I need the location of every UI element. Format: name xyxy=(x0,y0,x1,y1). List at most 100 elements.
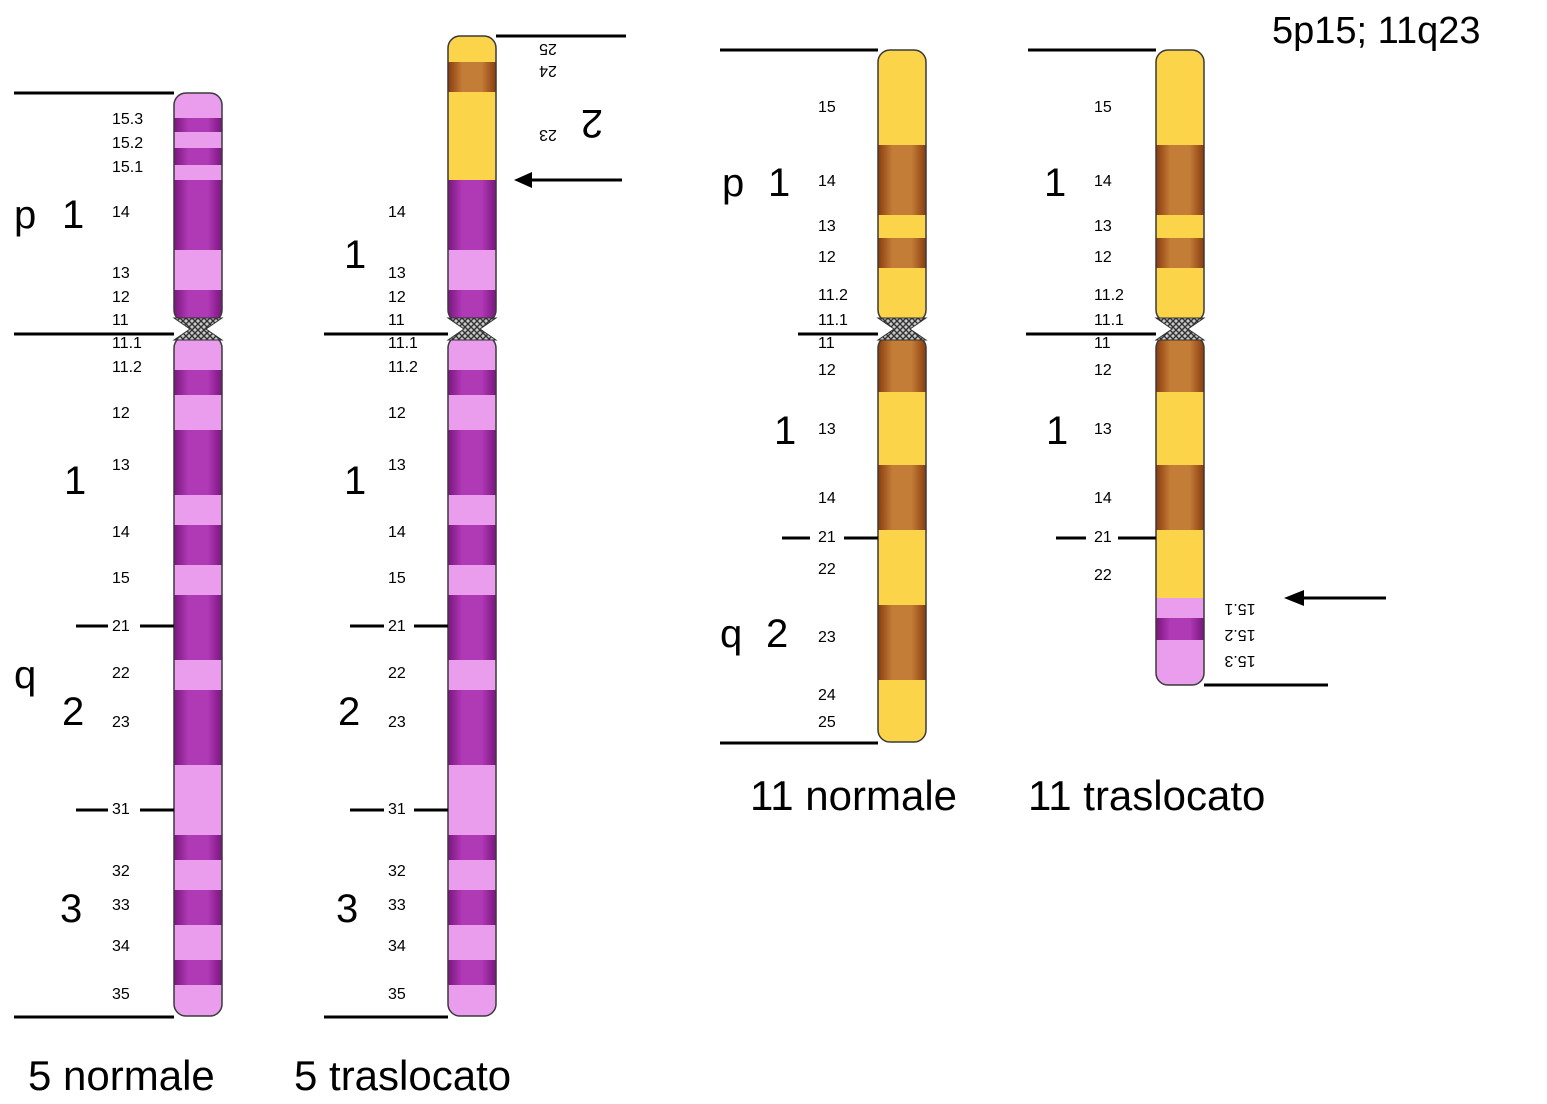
band-label: 33 xyxy=(388,897,406,914)
chr5-translocated-band xyxy=(448,660,496,690)
chr5-normal-band xyxy=(174,180,222,250)
band-label-inverted: 24 xyxy=(539,62,557,79)
chr5-translocated-band xyxy=(448,985,496,1016)
region-label: 3 xyxy=(336,887,358,931)
translocation-arrow-icon xyxy=(1284,590,1304,606)
chr5-normal-band xyxy=(174,765,222,835)
chr5-normal-band xyxy=(174,985,222,1016)
band-label: 21 xyxy=(1094,529,1112,546)
band-label: 21 xyxy=(112,618,130,635)
region-label: 1 xyxy=(344,233,366,277)
region-label: 3 xyxy=(60,887,82,931)
chr11-normal-band xyxy=(878,268,926,318)
band-label: 11 xyxy=(818,335,835,352)
chr5-translocated-band xyxy=(448,690,496,765)
region-label: 2 xyxy=(62,690,84,734)
chr11-normal-band xyxy=(878,50,926,145)
region-label: 1 xyxy=(1046,409,1068,453)
band-label: 12 xyxy=(818,249,836,266)
chr11-normal-band xyxy=(878,238,926,268)
band-label: 35 xyxy=(388,986,406,1003)
chr5-normal-band xyxy=(174,340,222,370)
chr5-normal-body xyxy=(172,92,224,1017)
band-label: 34 xyxy=(388,938,406,955)
chr5-translocated-band xyxy=(448,62,496,92)
chr5-translocated-band xyxy=(448,620,496,660)
chr11-normal-band xyxy=(878,530,926,545)
chr11-normal-band xyxy=(878,392,926,465)
band-label: 14 xyxy=(818,173,836,190)
chr5-normal-band xyxy=(174,495,222,525)
band-label: 31 xyxy=(388,801,406,818)
band-label-inverted: 23 xyxy=(539,126,557,143)
caption-chr11-normal: 11 normale xyxy=(750,772,958,819)
caption-chr5-translocated: 5 traslocato xyxy=(294,1052,512,1099)
chr11-normal-band xyxy=(878,605,926,680)
band-label: 11.1 xyxy=(388,335,418,352)
chr5-translocated-band xyxy=(448,860,496,890)
band-label: 22 xyxy=(818,561,836,578)
band-label-inverted: 15.1 xyxy=(1224,600,1255,617)
chr5-normal-band xyxy=(174,960,222,985)
band-label: 11.2 xyxy=(112,359,142,376)
band-label: 23 xyxy=(818,629,836,646)
band-label: 11.1 xyxy=(818,312,848,329)
chr11-translocated-centromere xyxy=(1154,317,1206,341)
chr5-translocated-band xyxy=(448,36,496,62)
band-label: 12 xyxy=(1094,249,1112,266)
band-label: 35 xyxy=(112,986,130,1003)
chr5-translocated-band xyxy=(448,565,496,595)
band-label: 14 xyxy=(1094,490,1112,507)
band-label: 32 xyxy=(388,863,406,880)
chr5-normal-band xyxy=(174,925,222,960)
chr5-normal-band xyxy=(174,860,222,890)
chr11-translocated-band xyxy=(1156,268,1204,318)
band-label: 15 xyxy=(818,99,836,116)
band-label: 13 xyxy=(818,421,836,438)
chr11-normal-band xyxy=(878,715,926,742)
band-label: 23 xyxy=(388,714,406,731)
caption-chr11-translocated: 11 traslocato xyxy=(1028,772,1266,819)
band-label: 12 xyxy=(1094,362,1112,379)
arm-label-p: p xyxy=(14,193,36,237)
chr11-normal-band xyxy=(878,340,926,392)
chr5-translocated-band xyxy=(448,890,496,925)
arm-label-q: q xyxy=(720,612,742,656)
band-label-inverted: 15.2 xyxy=(1224,626,1255,643)
band-label: 25 xyxy=(818,714,836,731)
chr5-translocated-band xyxy=(448,290,496,318)
band-label-inverted: 25 xyxy=(539,40,557,57)
chr5-translocated-band xyxy=(448,395,496,430)
chr5-translocated-band xyxy=(448,340,496,370)
chr5-translocated-centromere xyxy=(446,317,498,341)
band-label: 22 xyxy=(1094,567,1112,584)
chr5-normal-band xyxy=(174,132,222,148)
chr11-translocated-band xyxy=(1156,545,1204,598)
band-label: 13 xyxy=(1094,421,1112,438)
region-label: 1 xyxy=(64,459,86,503)
band-label: 15 xyxy=(1094,99,1112,116)
chr5-translocated-body xyxy=(446,35,498,1017)
region-label-inverted: 2 xyxy=(581,101,603,145)
band-label: 15.3 xyxy=(112,111,143,128)
chr5-normal-band xyxy=(174,565,222,595)
band-label: 11.2 xyxy=(388,359,418,376)
chr11-translocated-band xyxy=(1156,392,1204,465)
region-label: 1 xyxy=(774,409,796,453)
band-label: 11 xyxy=(388,312,405,329)
chr5-translocated-band xyxy=(448,180,496,250)
band-label: 23 xyxy=(112,714,130,731)
band-label: 13 xyxy=(112,457,130,474)
band-label: 15 xyxy=(388,570,406,587)
chr5-translocated-band xyxy=(448,370,496,395)
chr11-translocated-band xyxy=(1156,465,1204,530)
chr5-translocated-band xyxy=(448,925,496,960)
chr11-translocated-band xyxy=(1156,238,1204,268)
region-label: 1 xyxy=(1044,161,1066,205)
chr5-normal-band xyxy=(174,890,222,925)
region-label: 1 xyxy=(62,193,84,237)
chr5-normal-band xyxy=(174,430,222,495)
chr11-normal-band xyxy=(878,215,926,238)
band-label: 31 xyxy=(112,801,130,818)
band-label: 12 xyxy=(112,405,130,422)
